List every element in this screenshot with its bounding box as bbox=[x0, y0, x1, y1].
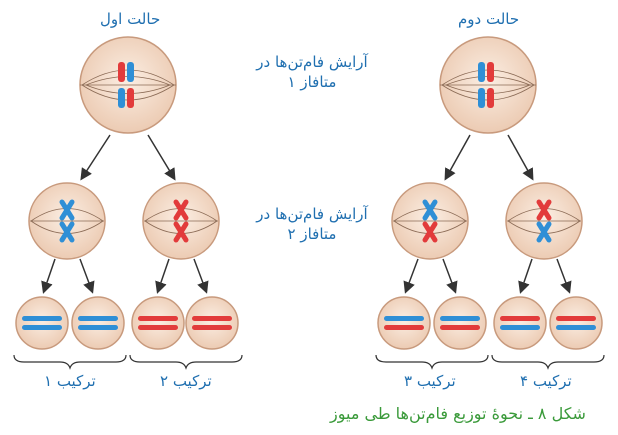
gamete-left-4 bbox=[185, 296, 239, 350]
gamete-left-3 bbox=[131, 296, 185, 350]
combination-1-label: ترکیب ۱ bbox=[44, 372, 96, 390]
brace-combination-2 bbox=[129, 354, 243, 370]
case-right-title: حالت دوم bbox=[458, 10, 520, 28]
combination-2-label: ترکیب ۲ bbox=[160, 372, 212, 390]
brace-combination-1 bbox=[13, 354, 127, 370]
brace-combination-3 bbox=[375, 354, 489, 370]
brace-combination-4 bbox=[491, 354, 605, 370]
gamete-left-1 bbox=[15, 296, 69, 350]
gamete-right-2 bbox=[433, 296, 487, 350]
gamete-right-3 bbox=[493, 296, 547, 350]
case-right bbox=[375, 36, 605, 370]
metaphase2-cell-left-a bbox=[28, 182, 106, 260]
metaphase2-cell-right-a bbox=[391, 182, 469, 260]
figure-caption: شکل ۸ ـ نحوهٔ توزیع فام‌تن‌ها طی میوز bbox=[330, 404, 586, 423]
gamete-left-2 bbox=[71, 296, 125, 350]
combination-3-label: ترکیب ۳ bbox=[404, 372, 456, 390]
gamete-right-4 bbox=[549, 296, 603, 350]
case-left-title: حالت اول bbox=[100, 10, 161, 28]
parent-cell-right bbox=[439, 36, 537, 134]
parent-cell-left bbox=[79, 36, 177, 134]
gamete-right-1 bbox=[377, 296, 431, 350]
combination-4-label: ترکیب ۴ bbox=[520, 372, 572, 390]
metaphase2-cell-right-b bbox=[505, 182, 583, 260]
metaphase2-cell-left-b bbox=[142, 182, 220, 260]
metaphase2-label: آرایش فام‌تن‌ها در متافاز ۲ bbox=[256, 205, 368, 243]
case-left bbox=[13, 36, 243, 370]
metaphase1-label: آرایش فام‌تن‌ها در متافاز ۱ bbox=[256, 53, 368, 91]
